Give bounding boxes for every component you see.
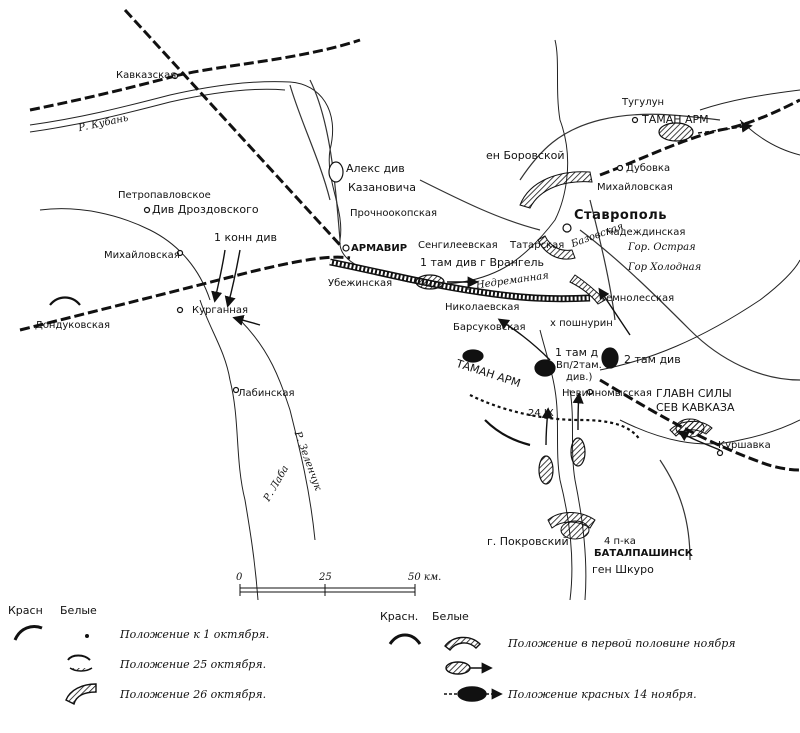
label-kazanovicha: Казановича: [348, 181, 416, 194]
label-24-ix: 24 IX: [528, 408, 554, 419]
label-ubezhinskaya: Убежинская: [328, 278, 393, 289]
rail-kavkazskaya-west: [29, 74, 176, 112]
label-barsukovskaya: Барсуковская: [453, 322, 526, 333]
label-aleks-div: Алекс див: [346, 162, 405, 175]
legend-item-oct-25: Положение 25 октября.: [120, 658, 267, 671]
label-1-tam-d: 1 там д: [555, 346, 599, 359]
label-glavn-sily: ГЛАВН СИЛЫ: [656, 387, 732, 400]
label-poshnurin: х пошнурин: [550, 318, 613, 329]
railways: [19, 8, 800, 472]
label-mikhailovskaya-e: Михайловская: [597, 182, 673, 193]
label-nadezhdinskaya: Надеждинская: [606, 227, 686, 238]
label-gen-shkuro: ген Шкуро: [592, 563, 654, 576]
zelenchuk-river: [239, 319, 316, 541]
rail-west: [19, 255, 351, 332]
movement-arrows: [211, 121, 753, 451]
scale-mid: 25: [319, 572, 332, 583]
legend-right-header-red: Красн.: [380, 610, 419, 623]
label-1-tam-div-vrangel: 1 там див г Врангель: [420, 256, 544, 269]
label-div-drozdovskogo: Див Дроздовского: [152, 203, 259, 216]
label-gor-ostraya: Гор. Острая: [628, 242, 696, 253]
label-taman-arm-ne: ТАМАН АРМ: [642, 113, 709, 126]
legend-item-nov-14: Положение красных 14 ноября.: [508, 688, 697, 701]
rail-east: [174, 38, 361, 78]
legend-left-header-white: Белые: [60, 604, 97, 617]
red-army-units: [328, 122, 694, 485]
legend-item-nov-first-half: Положение в первой половине ноября: [508, 637, 736, 650]
label-2-tam-div: 2 там див: [624, 353, 681, 366]
label-kurshavka: Куршавка: [718, 440, 771, 451]
legend-item-oct-26: Положение 26 октября.: [120, 688, 267, 701]
scale-zero: 0: [236, 572, 243, 583]
label-sengileevskaya: Сенгилеевская: [418, 240, 498, 251]
label-div: див.): [566, 372, 593, 383]
label-dondukovskaya: Дондуковская: [35, 320, 111, 331]
label-labinskaya: Лабинская: [238, 388, 295, 399]
legend-left-header-red: Красн: [8, 604, 43, 617]
label-kavkazskaya: Кавказская: [116, 70, 177, 81]
label-gen-borovskoi: ен Боровской: [486, 149, 565, 162]
label-tatarskaya: Татарская: [510, 240, 565, 251]
label-temnolesskaya: Темнолесская: [600, 293, 675, 304]
white-positions: [519, 171, 713, 540]
label-kurgannaya: Курганная: [192, 305, 248, 316]
label-vp-2-tam: Вп/2там.: [556, 360, 602, 371]
label-4-p-ka: 4 п-ка: [604, 536, 636, 547]
legend-symbols: [13, 625, 503, 706]
scale-bar: [239, 584, 416, 596]
label-batalpashinsk: БАТАЛПАШИНСК: [594, 548, 693, 559]
label-tugulun: Тугулун: [622, 97, 665, 108]
label-g-pokrovsky: г. Покровский: [487, 535, 569, 548]
red-front-arcs: [49, 296, 641, 447]
label-sev-kavkaza: СЕВ КАВКАЗА: [656, 401, 735, 414]
label-armavir: АРМАВИР: [351, 243, 408, 254]
scale-end: 50 км.: [408, 572, 442, 583]
label-petropavlovskoe: Петропавловское: [118, 190, 211, 201]
town-markers: [143, 72, 724, 457]
label-stavropol: Ставрополь: [574, 208, 667, 223]
label-prochnookopskaya: Прочноокопская: [350, 208, 438, 219]
label-1-konn-div: 1 конн див: [214, 231, 277, 244]
legend-right-header-white: Белые: [432, 610, 469, 623]
label-nikolaevskaya: Николаевская: [445, 302, 520, 313]
label-gor-kholodnaya: Гор Холодная: [628, 262, 702, 273]
front-line-strip: [329, 258, 591, 303]
label-dubovka: Дубовка: [626, 163, 671, 174]
label-mikhailovskaya-w: Михайловская: [104, 250, 180, 261]
rail-kavkazskaya-armavir: [123, 8, 342, 247]
laba-river: [199, 299, 259, 601]
legend-item-oct-1: Положение к 1 октября.: [120, 628, 270, 641]
label-nevinnomysskaya: Невинномысская: [562, 388, 652, 399]
